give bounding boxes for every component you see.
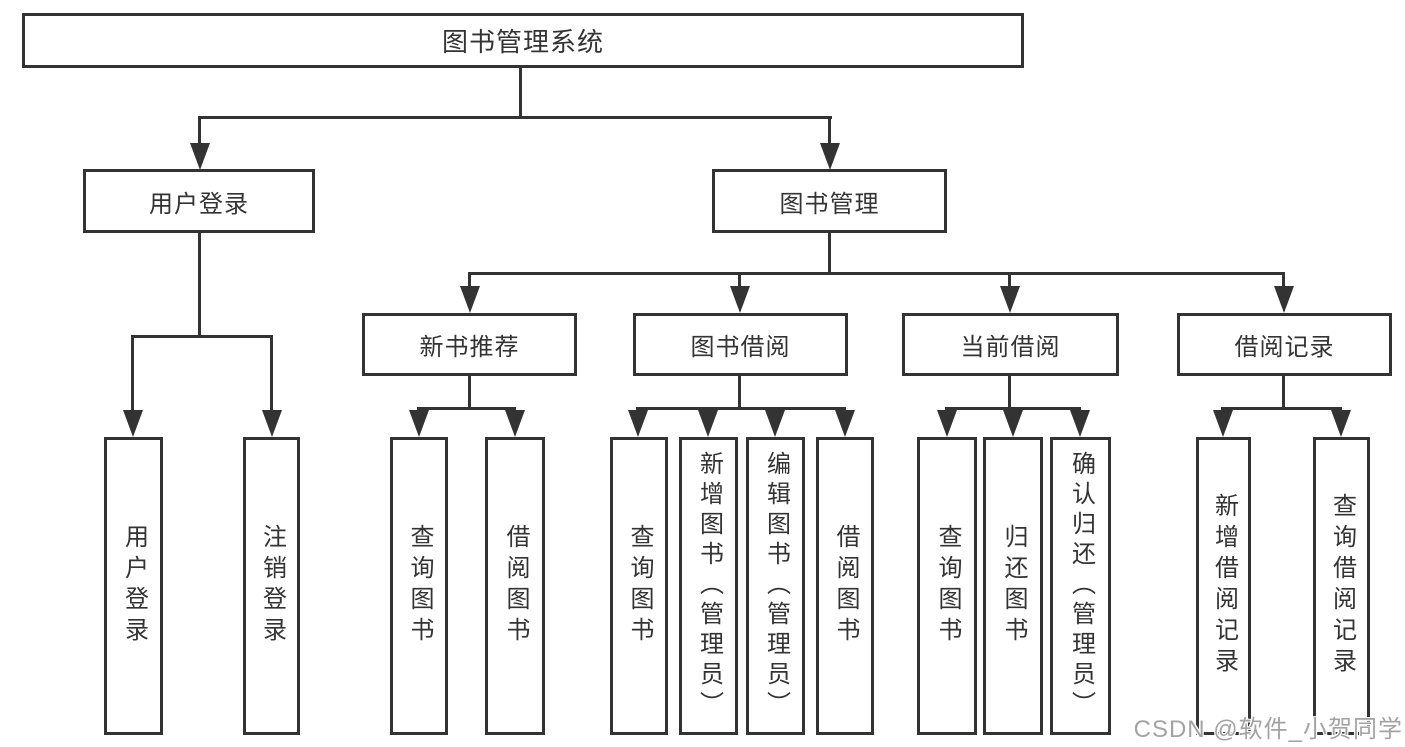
csdn-watermark: CSDN @软件_小贺同学 — [1133, 716, 1403, 743]
leaf-user-login: 用户登录 — [104, 437, 163, 735]
leaf-borrow-query: 查询图书 — [610, 437, 668, 735]
arrow-down-icon — [730, 286, 750, 313]
arrow-down-icon — [1070, 410, 1090, 437]
connector-line — [468, 272, 471, 289]
arrow-down-icon — [1274, 286, 1294, 313]
connector-line — [131, 335, 134, 413]
leaf-newbook-borrow: 借阅图书 — [485, 437, 545, 735]
connector-line — [828, 233, 831, 275]
connector-line — [1282, 272, 1285, 289]
connector-line — [270, 335, 273, 413]
leaf-current-query: 查询图书 — [917, 437, 977, 735]
connector-line — [1008, 376, 1011, 410]
connector-line — [1282, 376, 1285, 410]
arrow-down-icon — [820, 143, 840, 170]
leaf-newbook-query: 查询图书 — [390, 437, 448, 735]
arrow-down-icon — [835, 410, 855, 437]
arrow-down-icon — [765, 410, 785, 437]
connector-line — [738, 376, 741, 410]
arrow-down-icon — [698, 410, 718, 437]
leaf-borrow-book: 借阅图书 — [816, 437, 874, 735]
connector-line — [636, 407, 846, 410]
node-book-borrow: 图书借阅 — [633, 313, 848, 376]
arrow-down-icon — [1213, 410, 1233, 437]
node-borrow-record: 借阅记录 — [1177, 313, 1392, 376]
leaf-record-add: 新增借阅记录 — [1196, 437, 1251, 735]
connector-line — [468, 376, 471, 410]
connector-line — [198, 116, 201, 146]
arrow-down-icon — [1000, 286, 1020, 313]
node-user-login: 用户登录 — [83, 169, 315, 233]
connector-line — [519, 68, 522, 119]
arrow-down-icon — [123, 410, 143, 437]
leaf-current-confirm-admin: 确认归还（管理员） — [1050, 437, 1111, 735]
leaf-current-return: 归还图书 — [983, 437, 1043, 735]
node-root: 图书管理系统 — [22, 13, 1024, 68]
connector-line — [198, 116, 832, 119]
arrow-down-icon — [190, 143, 210, 170]
connector-line — [198, 233, 201, 338]
arrow-down-icon — [1331, 410, 1351, 437]
connector-line — [738, 272, 741, 289]
node-book-management: 图书管理 — [712, 169, 947, 233]
arrow-down-icon — [460, 286, 480, 313]
connector-line — [828, 116, 831, 146]
arrow-down-icon — [409, 410, 429, 437]
connector-line — [468, 272, 1285, 275]
connector-line — [945, 407, 1081, 410]
connector-line — [417, 407, 516, 410]
leaf-borrow-add-admin: 新增图书（管理员） — [679, 437, 738, 735]
arrow-down-icon — [937, 410, 957, 437]
connector-line — [131, 335, 273, 338]
leaf-borrow-edit-admin: 编辑图书（管理员） — [746, 437, 805, 735]
node-new-book-recommend: 新书推荐 — [362, 313, 577, 376]
arrow-down-icon — [628, 410, 648, 437]
leaf-record-query: 查询借阅记录 — [1313, 437, 1370, 735]
arrow-down-icon — [505, 410, 525, 437]
connector-line — [1008, 272, 1011, 289]
arrow-down-icon — [1003, 410, 1023, 437]
leaf-logout: 注销登录 — [243, 437, 300, 735]
node-current-borrow: 当前借阅 — [902, 313, 1119, 376]
connector-line — [1221, 407, 1342, 410]
arrow-down-icon — [262, 410, 282, 437]
